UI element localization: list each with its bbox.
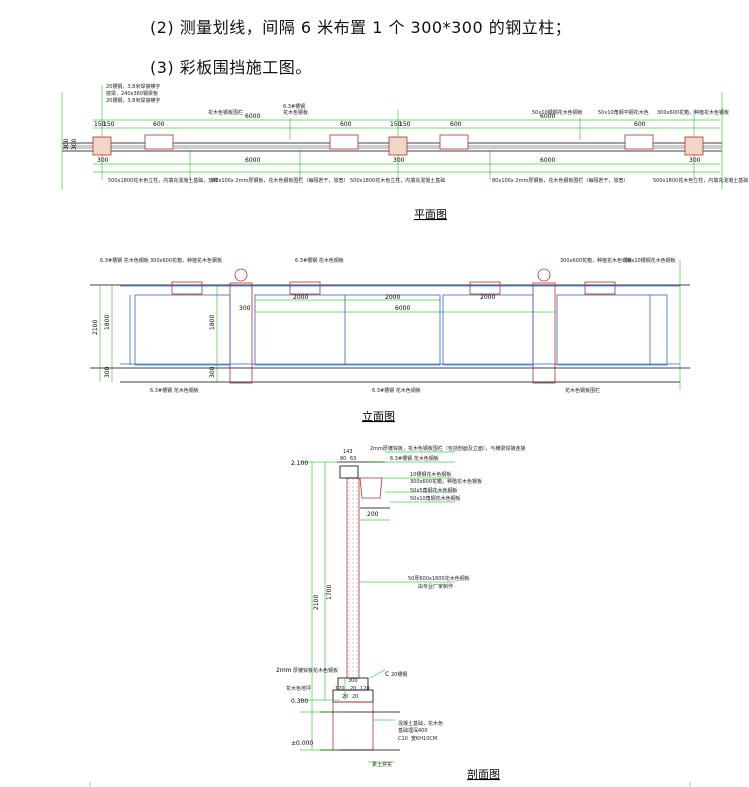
plan-callout-bottom: 80x100x 2mm厚钢板，花木色钢板围栏（每隔若干，加宽） xyxy=(492,177,628,184)
plan-dim-top: 600 xyxy=(153,121,165,128)
section-bottom-label: 素土夯实 xyxy=(372,761,392,768)
plan-callout-top: 6.3#槽钢 xyxy=(283,103,305,110)
plan-dim-top: 150 xyxy=(390,121,402,128)
plan-dim-top: 6000 xyxy=(245,113,260,120)
section-c10-label: C10 xyxy=(398,736,408,742)
elev-dim-left: 1800 xyxy=(104,315,111,330)
elev-dim-span: 6000 xyxy=(395,305,410,312)
plan-callout-bottom: 500x1800花木色立柱，内填充混凝土基础 xyxy=(653,177,748,184)
elev-dim-mid: 300 xyxy=(209,366,216,378)
section-callout: 由专业厂家制作 xyxy=(418,583,453,590)
plan-callout-top: 300x600花箱，种植花木色钢板 xyxy=(657,109,729,116)
section-dim-top: 143 xyxy=(343,449,353,455)
section-ground-label: 花木色地坪 xyxy=(286,685,311,692)
elev-dim-left: 2100 xyxy=(92,320,99,335)
plan-dim-top: 600 xyxy=(340,121,352,128)
elev-callout-top: 300x600花箱，种植花木色钢板 xyxy=(150,257,222,264)
plan-dim-left: 300 xyxy=(63,138,70,150)
elev-callout-top: 50x10槽钢花木色钢板 xyxy=(625,257,676,264)
plan-column-1 xyxy=(92,136,112,156)
plan-callout-top: 50x10槽钢花木色钢板 xyxy=(532,109,583,116)
plan-note-top-1: 20槽钢，3.8米焊接横字 xyxy=(106,83,160,90)
section-callout: 10槽钢花木色钢板 xyxy=(410,471,451,478)
plan-callout-top: 花木色钢板 xyxy=(283,109,308,116)
section-found-label: 基础埋深400 xyxy=(398,727,428,734)
section-elev-label: 2.100 xyxy=(291,460,308,467)
plan-dim-top: 6000 xyxy=(540,113,555,120)
elev-dim-mid: 300 xyxy=(239,305,251,312)
plan-dim-top: 150 xyxy=(399,121,411,128)
plan-view xyxy=(61,85,723,190)
section-caption: 剖面图 xyxy=(467,767,500,781)
plan-dim-top: 150 xyxy=(94,121,106,128)
elev-callout-bottom: 花木色钢板围栏 xyxy=(565,387,600,394)
section-elev-label: 0.300 xyxy=(291,698,308,705)
plan-callout-bottom: 500x1800花木色立柱，内填充混凝土基础 xyxy=(350,177,445,184)
plan-dim-bottom: 300 xyxy=(393,157,405,164)
plan-callout-top: 50x10角钢平钢花木色 xyxy=(598,109,649,116)
section-dim-base2: 20 xyxy=(352,694,358,700)
plan-dim-bottom: 6000 xyxy=(245,157,260,164)
plan-dim-bottom: 300 xyxy=(689,157,701,164)
section-dim-base: 120 xyxy=(360,686,370,692)
plan-texts: 20槽钢，3.8米焊接横字 底梁，240x360钢梁板 20槽钢，3.8米焊接横… xyxy=(63,83,748,221)
elev-callout-bottom: 6.3#槽钢 花木色钢板 xyxy=(372,387,421,394)
section-c-label: C xyxy=(385,671,389,678)
plan-column-2 xyxy=(388,136,408,156)
plan-dim-left: 300 xyxy=(71,138,78,150)
plan-column-3 xyxy=(684,136,704,156)
section-callout: 300x600花箱，种植花木色钢板 xyxy=(410,478,482,485)
section-view xyxy=(300,451,455,763)
section-dim-200: 200 xyxy=(367,511,379,518)
elev-dim-panel: 2000 xyxy=(385,294,400,301)
plan-note-top-2: 底梁，240x360钢梁板 xyxy=(106,90,158,97)
plan-dim-top: 600 xyxy=(450,121,462,128)
elev-callout-top: 300x600花箱，种植花木色钢板 xyxy=(560,257,632,264)
section-dim-left: 2100 xyxy=(313,595,320,610)
elev-dim-panel: 2000 xyxy=(480,294,495,301)
elevation-view xyxy=(90,260,690,390)
section-found-label: 混凝土基础，花木色 xyxy=(398,720,443,727)
section-callout: 50x5角钢花木色钢板 xyxy=(410,487,458,494)
elev-dim-panel: 2000 xyxy=(293,294,308,301)
elevation-caption: 立面图 xyxy=(362,409,395,423)
section-dim-base: 120 xyxy=(335,686,345,692)
section-c-label-rest: 20槽钢 xyxy=(391,671,407,678)
section-callout: 6.3#槽钢 花木色钢板 xyxy=(390,455,439,462)
plan-dim-top: 150 xyxy=(103,121,115,128)
step-3-text: (3) 彩板围挡施工图。 xyxy=(150,58,312,77)
elev-callout-bottom: 6.3#槽钢 花木色钢板 xyxy=(150,387,199,394)
elev-dim-mid: 1800 xyxy=(209,315,216,330)
section-2mm-label-rest: 厚镀锌板花木色钢板 xyxy=(293,667,338,674)
section-2mm-label: 2mm xyxy=(276,667,292,674)
step-2-text: (2) 测量划线，间隔 6 米布置 1 个 300*300 的钢立柱； xyxy=(150,18,572,37)
section-callout: 2mm厚镀锌板，花木色钢板围栏（包括剖面及立面），与横梁焊接连接 xyxy=(370,445,525,452)
section-dim-top: 80 xyxy=(340,456,346,462)
plan-dim-bottom: 300 xyxy=(97,157,109,164)
plan-callout-bottom: 500x1800花木色立柱，内填充混凝土基础，放样 xyxy=(108,177,218,184)
elev-dim-left: 300 xyxy=(104,366,111,378)
elev-callout-top: 6.3#槽钢 花木色钢板 xyxy=(100,257,149,264)
plan-callout-bottom: 80x100x 2mm厚钢板，花木色钢板围栏（每隔若干，加宽） xyxy=(212,177,348,184)
plan-callout-top: 花木色钢板围栏 xyxy=(208,109,243,116)
elevation-texts: 6.3#槽钢 花木色钢板 300x600花箱，种植花木色钢板 6.3#槽钢 花木… xyxy=(92,257,676,423)
section-dim-left: 1700 xyxy=(326,585,333,600)
section-dim-base: 300 xyxy=(348,678,358,684)
section-dim-top: 63 xyxy=(350,456,356,462)
plan-note-top-3: 20槽钢，3.8米焊接横字 xyxy=(106,97,160,104)
section-dim-base: 20 xyxy=(350,686,356,692)
plan-dim-bottom: 6000 xyxy=(540,157,555,164)
section-callout: 50厚600x1800花木色钢板 xyxy=(408,575,470,582)
section-size-label: 宽KH10CM xyxy=(411,735,437,742)
elev-callout-top: 6.3#槽钢 花木色钢板 xyxy=(295,257,344,264)
plan-caption: 平面图 xyxy=(414,208,447,221)
section-dim-base2: 20 xyxy=(342,694,348,700)
section-texts: 2.100 0.300 ±0.000 143 80 63 2100 1700 2… xyxy=(276,445,525,781)
plan-dim-top: 600 xyxy=(634,121,646,128)
section-elev-label: ±0.000 xyxy=(291,740,313,747)
section-callout: 50x10角钢花木色钢板 xyxy=(410,495,461,502)
